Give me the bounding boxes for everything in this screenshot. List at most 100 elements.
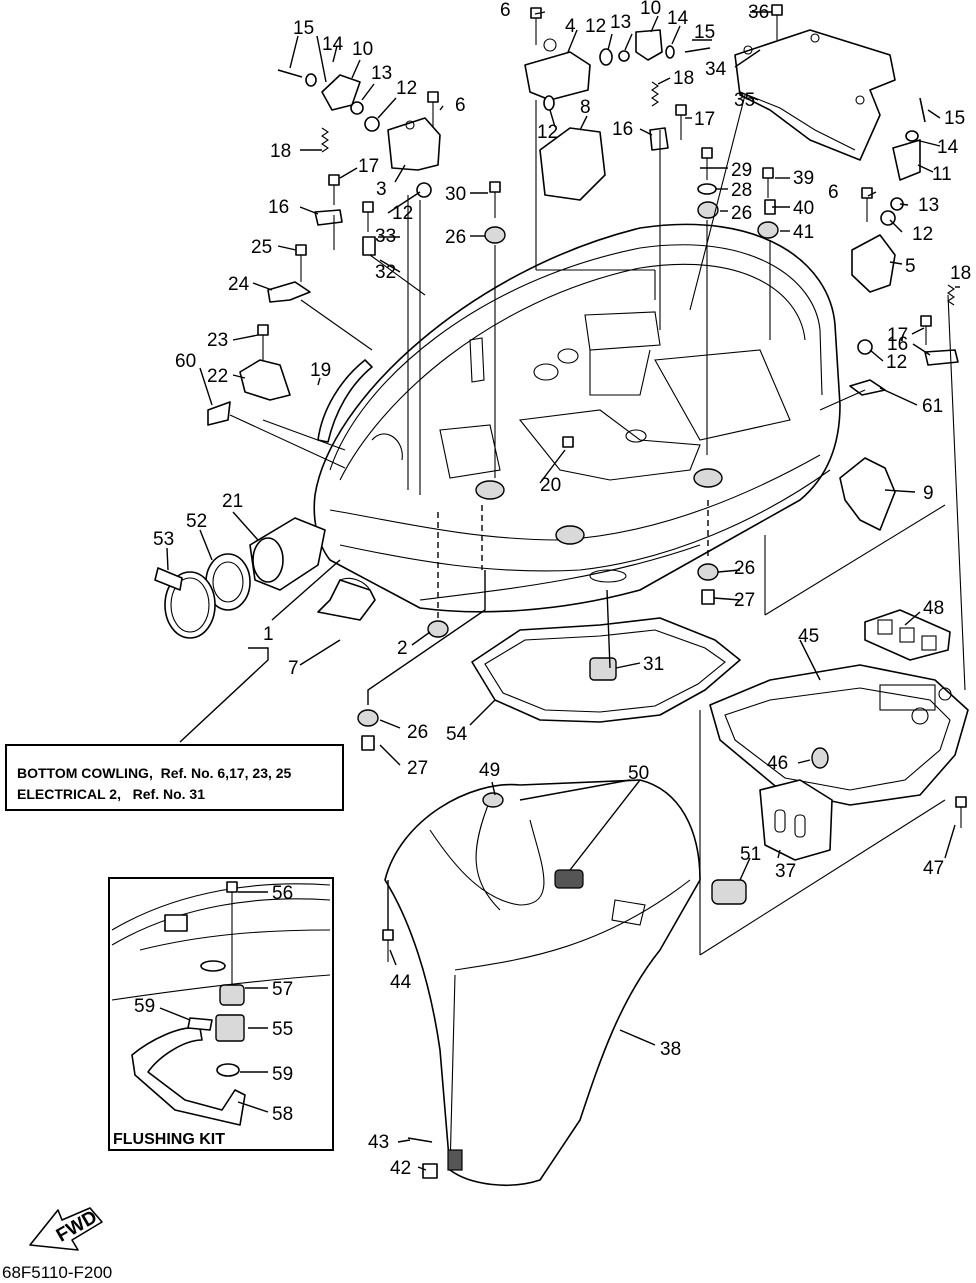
callout-32: 32: [375, 262, 396, 283]
bolt-17-b: [675, 104, 687, 140]
callout-17-right: 17: [887, 325, 908, 346]
callout-59-b: 59: [272, 1064, 293, 1085]
callout-15-right: 15: [944, 108, 965, 129]
lever-11: [892, 139, 921, 181]
callout-41: 41: [793, 222, 814, 243]
bolt-23: [257, 324, 269, 360]
callout-15-top: 15: [694, 22, 715, 43]
bolt-36: [771, 4, 783, 40]
plate-16-c: [924, 349, 959, 366]
callout-4: 4: [565, 16, 576, 37]
bolt-20: [562, 436, 574, 448]
grommet-31: [589, 657, 617, 681]
grommet-41: [757, 221, 779, 239]
callout-52: 52: [186, 511, 207, 532]
callout-11: 11: [932, 164, 952, 185]
callout-13-top: 13: [610, 12, 631, 33]
callout-27-b: 27: [407, 758, 428, 779]
bush-12-f: [857, 339, 873, 355]
callout-48: 48: [923, 598, 944, 619]
callout-46: 46: [767, 753, 788, 774]
hook-bracket-3: [387, 117, 441, 171]
callout-49: 49: [479, 760, 500, 781]
flushing-kit-title: FLUSHING KIT: [113, 1131, 225, 1148]
callout-38: 38: [660, 1039, 681, 1060]
grommet-46: [811, 747, 829, 769]
flushing-kit-box: [108, 877, 334, 1151]
callout-24: 24: [228, 274, 250, 295]
callout-55: 55: [272, 1019, 293, 1040]
fwd-label: FWD: [53, 1207, 101, 1247]
reference-note-line-1: BOTTOM COWLING, Ref. No. 6,17, 23, 25: [17, 765, 292, 781]
callout-13-right: 13: [918, 195, 939, 216]
callout-29: 29: [731, 160, 752, 181]
callout-33: 33: [375, 226, 396, 247]
callout-45: 45: [798, 626, 819, 647]
callout-14: 14: [322, 34, 344, 55]
callout-17-mid: 17: [694, 109, 715, 130]
callout-61: 61: [922, 396, 943, 417]
seal-51: [711, 879, 747, 905]
plate-45: [709, 664, 969, 806]
callout-12: 12: [396, 78, 417, 99]
callout-12-top: 12: [585, 16, 606, 37]
callout-26-d: 26: [407, 722, 428, 743]
callout-16: 16: [268, 197, 289, 218]
reference-note-line-2: ELECTRICAL 2, Ref. No. 31: [17, 786, 205, 802]
callout-17: 17: [358, 156, 379, 177]
washer-14-c: [905, 130, 919, 142]
callout-14-top: 14: [667, 8, 689, 29]
callout-30: 30: [445, 184, 466, 205]
callout-9: 9: [923, 483, 934, 504]
clamp-band-53: [154, 567, 216, 639]
washer-14-b: [665, 45, 675, 59]
plate-16-b: [649, 127, 669, 151]
callout-26-b: 26: [731, 203, 752, 224]
hook-bracket-4: [524, 38, 591, 101]
callout-50: 50: [628, 763, 649, 784]
callout-14-right: 14: [937, 137, 959, 158]
callout-10-top: 10: [640, 0, 661, 19]
callout-2: 2: [397, 638, 408, 659]
grommet-26-top: [484, 226, 506, 244]
grommet-26-left: [357, 709, 379, 727]
callout-10: 10: [352, 39, 373, 60]
callout-58: 58: [272, 1104, 293, 1125]
callout-42: 42: [390, 1158, 411, 1179]
washer-28: [697, 183, 717, 195]
callout-60: 60: [175, 351, 196, 372]
nut-13-a: [350, 101, 364, 115]
collar-27-left: [361, 735, 375, 751]
collar-32: [362, 236, 376, 256]
callout-22: 22: [207, 366, 228, 387]
bolt-29: [701, 147, 713, 180]
callout-43: 43: [368, 1132, 389, 1153]
callout-36: 36: [748, 2, 769, 23]
grommet-2: [427, 620, 449, 638]
callout-53: 53: [153, 529, 174, 550]
callout-1: 1: [263, 624, 274, 645]
callout-26-a: 26: [445, 227, 466, 248]
callout-28: 28: [731, 180, 752, 201]
label-60: [207, 401, 231, 426]
upper-casing-38: [384, 779, 701, 1186]
part-7: [317, 577, 376, 621]
spring-18-b: [651, 81, 659, 107]
nut-13-b: [618, 50, 630, 62]
callout-12-right: 12: [912, 224, 933, 245]
bush-12-b: [599, 48, 613, 66]
bolt-30: [489, 181, 501, 218]
bush-12-a: [364, 116, 380, 132]
part-22: [239, 359, 291, 401]
bush-12-d: [543, 95, 555, 111]
label-61: [849, 379, 886, 396]
callout-16-right: 16: [887, 334, 908, 355]
callout-34: 34: [705, 59, 727, 80]
callout-20: 20: [540, 475, 561, 496]
callout-7: 7: [288, 658, 299, 679]
callout-54: 54: [446, 724, 468, 745]
callout-56: 56: [272, 883, 293, 904]
part-5: [851, 234, 896, 293]
bolt-47: [955, 796, 967, 828]
callout-13: 13: [371, 63, 392, 84]
